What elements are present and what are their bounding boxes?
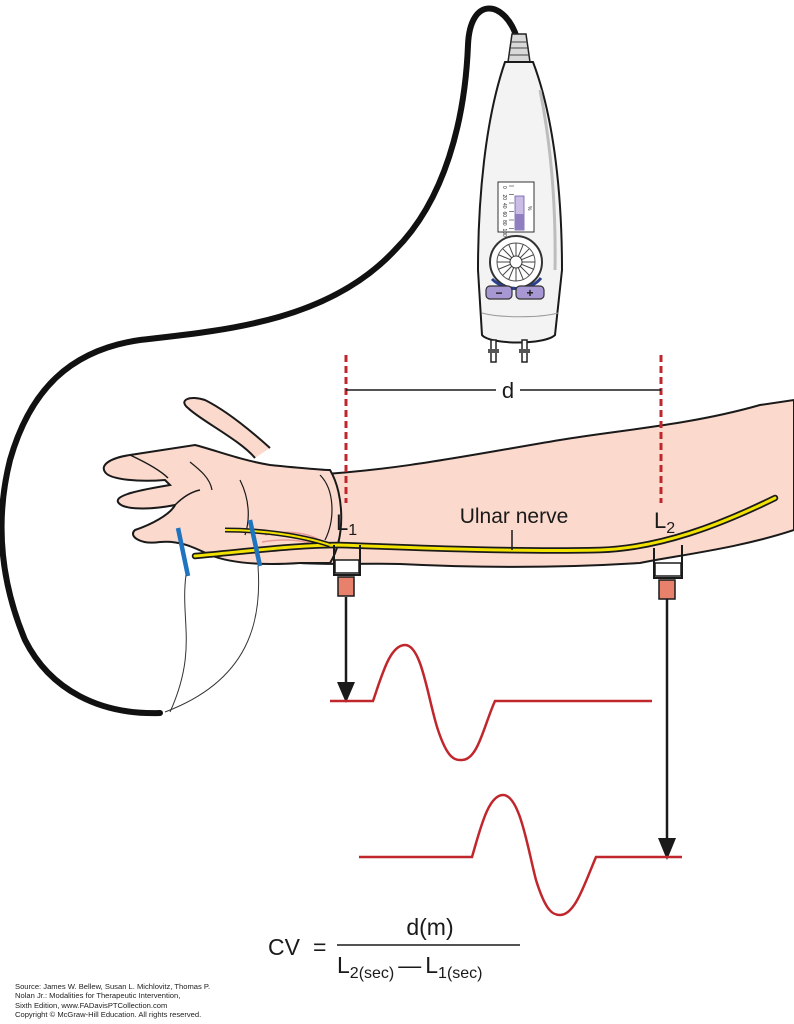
dial-spoke bbox=[519, 265, 530, 276]
forearm-and-hand bbox=[102, 397, 794, 568]
site-1-label: L1 bbox=[336, 510, 357, 539]
formula-sub-1: 1(sec) bbox=[438, 965, 482, 982]
dial-spoke bbox=[498, 254, 511, 261]
dial-spoke bbox=[502, 248, 513, 259]
scale-tick-label: 100 bbox=[501, 229, 507, 238]
arrowhead-site-2 bbox=[658, 838, 676, 860]
stimulator-device: 0 20 40 60 80 100 % − + bbox=[476, 33, 564, 363]
waveform-site-2 bbox=[359, 793, 682, 917]
plus-button[interactable] bbox=[515, 285, 545, 300]
recording-electrode-1 bbox=[175, 527, 191, 577]
dial-spoke bbox=[508, 244, 515, 257]
dial-spoke bbox=[521, 254, 534, 261]
conduction-velocity-formula: CV = d(m) L2(sec)—L1(sec) bbox=[268, 914, 520, 982]
stimulator-cable bbox=[0, 5, 520, 717]
dial-spoke bbox=[508, 267, 515, 280]
scale-tick-label: 0 bbox=[501, 186, 507, 189]
waveform-site-1 bbox=[330, 643, 652, 762]
formula-numerator: d(m) bbox=[406, 914, 453, 940]
scale-tick-label: 40 bbox=[501, 203, 507, 209]
formula-sub-2: 2(sec) bbox=[350, 965, 394, 982]
dial-spoke bbox=[517, 244, 524, 257]
source-line: Copyright © McGraw-Hill Education. All r… bbox=[15, 1009, 202, 1019]
arrowhead-site-1 bbox=[337, 682, 355, 703]
stimulating-probe-site-2 bbox=[653, 545, 683, 600]
recording-electrode-2 bbox=[247, 519, 263, 567]
source-citation: Source: James W. Bellew, Susan L. Michlo… bbox=[15, 982, 335, 1019]
formula-lhs: CV bbox=[268, 934, 301, 960]
site-2-label: L2 bbox=[654, 508, 675, 537]
site-1-subscript: 1 bbox=[348, 522, 357, 539]
nerve-label: Ulnar nerve bbox=[460, 505, 569, 528]
dial-spoke bbox=[521, 263, 534, 270]
source-line: Sixth Edition, www.FADavisPTCollection.c… bbox=[15, 1000, 168, 1010]
source-line: Nolan Jr.: Modalities for Therapeutic In… bbox=[15, 991, 181, 1001]
scale-tick-label: 60 bbox=[501, 212, 507, 218]
dial-spoke bbox=[498, 263, 511, 270]
formula-equals: = bbox=[313, 934, 326, 960]
site-2-subscript: 2 bbox=[666, 520, 675, 537]
distance-label: d bbox=[502, 378, 514, 403]
scale-tick-label: 80 bbox=[501, 220, 507, 226]
minus-button-label: − bbox=[495, 286, 502, 300]
dial-spoke bbox=[519, 248, 530, 259]
percent-sign: % bbox=[526, 206, 532, 211]
dial-spoke bbox=[517, 267, 524, 280]
scale-tick-label: 20 bbox=[501, 195, 507, 201]
minus-button[interactable] bbox=[485, 285, 513, 300]
dial-spoke bbox=[502, 265, 513, 276]
electrode-lead-2 bbox=[164, 565, 260, 713]
electrode-lead-1 bbox=[169, 574, 187, 713]
plus-button-label: + bbox=[526, 286, 533, 300]
formula-denominator: L2(sec)—L1(sec) bbox=[337, 952, 483, 982]
source-line: Source: James W. Bellew, Susan L. Michlo… bbox=[15, 982, 211, 991]
stimulating-probe-site-1 bbox=[333, 545, 361, 597]
